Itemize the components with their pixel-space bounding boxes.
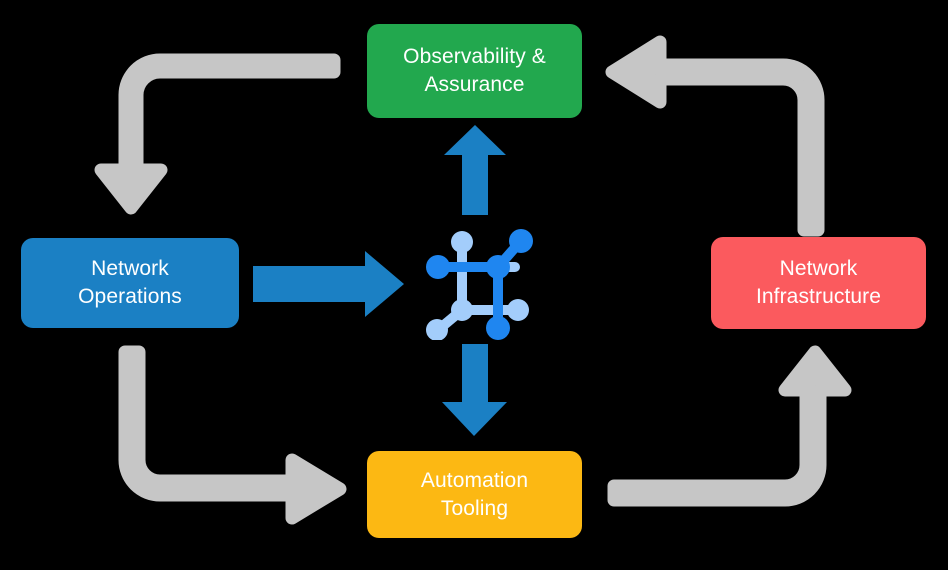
node-automation-tooling[interactable]: Automation Tooling xyxy=(367,451,582,538)
blue-arrow-operations-to-center xyxy=(253,251,404,317)
node-network-infrastructure-label: Network Infrastructure xyxy=(755,257,882,308)
gray-arrow-operations-to-automation xyxy=(118,345,347,525)
node-observability-assurance[interactable]: Observability & Assurance xyxy=(367,24,582,118)
network-topology-icon xyxy=(426,229,533,340)
node-network-operations-label: Network Operations xyxy=(78,257,182,308)
gray-arrow-infrastructure-to-observability xyxy=(605,35,825,237)
node-network-infrastructure[interactable]: Network Infrastructure xyxy=(711,237,926,329)
gray-arrow-automation-to-infrastructure xyxy=(607,345,852,507)
blue-arrow-center-to-observability xyxy=(444,125,506,215)
blue-arrow-center-to-automation xyxy=(442,344,507,436)
node-observability-assurance-label: Observability & Assurance xyxy=(403,45,546,96)
node-network-operations[interactable]: Network Operations xyxy=(21,238,239,328)
node-automation-tooling-label: Automation Tooling xyxy=(420,468,529,520)
gray-arrow-observability-to-operations xyxy=(94,53,341,215)
